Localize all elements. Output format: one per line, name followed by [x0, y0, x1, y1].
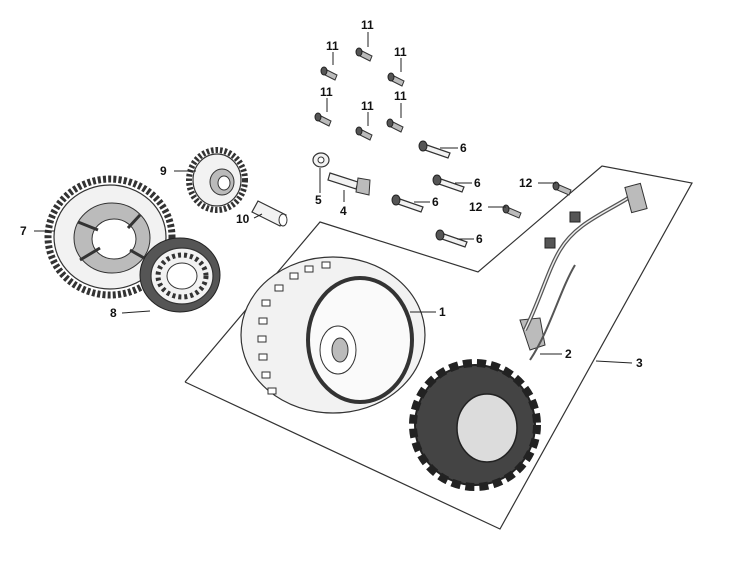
- callout-7: 7: [20, 224, 27, 238]
- callout-6-c: 6: [432, 195, 439, 209]
- callout-6-a: 6: [460, 141, 467, 155]
- shaft-part-10: [251, 200, 288, 227]
- leader-lines: [34, 32, 633, 364]
- callout-6-d: 6: [476, 232, 483, 246]
- callout-8: 8: [110, 306, 117, 320]
- callout-11-b: 11: [326, 39, 339, 53]
- stator-part-2: [409, 317, 546, 491]
- screws-part-12: [502, 181, 572, 219]
- callout-2: 2: [565, 347, 572, 361]
- wiring-harness: [523, 182, 648, 361]
- callout-9: 9: [160, 164, 167, 178]
- callout-11-a: 11: [361, 18, 374, 32]
- callout-4: 4: [340, 204, 347, 218]
- callout-5: 5: [315, 193, 322, 207]
- bolt-part-4: [327, 172, 371, 196]
- callout-6-b: 6: [474, 176, 481, 190]
- callout-3: 3: [636, 356, 643, 370]
- ring-gear-part-7: [44, 175, 176, 299]
- assembly-outline: [184, 165, 693, 530]
- callout-11-c: 11: [394, 45, 407, 59]
- bolts-part-6: [391, 140, 468, 248]
- idle-gear-part-9: [186, 147, 248, 213]
- flywheel-rotor-part-1: [240, 256, 426, 414]
- callout-12-a: 12: [519, 176, 533, 190]
- callout-labels: 1 2 3 4 5 6 6 6 6 7 8 9 10 11 11 11 11 1…: [20, 18, 643, 370]
- callout-11-e: 11: [361, 99, 374, 113]
- washer-part-5: [312, 152, 330, 168]
- callout-10: 10: [236, 212, 250, 226]
- screws-part-11: [314, 47, 405, 141]
- callout-12-b: 12: [469, 200, 483, 214]
- one-way-clutch-part-8: [139, 237, 221, 313]
- callout-11-d: 11: [320, 85, 333, 99]
- callout-11-f: 11: [394, 89, 407, 103]
- callout-1: 1: [439, 305, 446, 319]
